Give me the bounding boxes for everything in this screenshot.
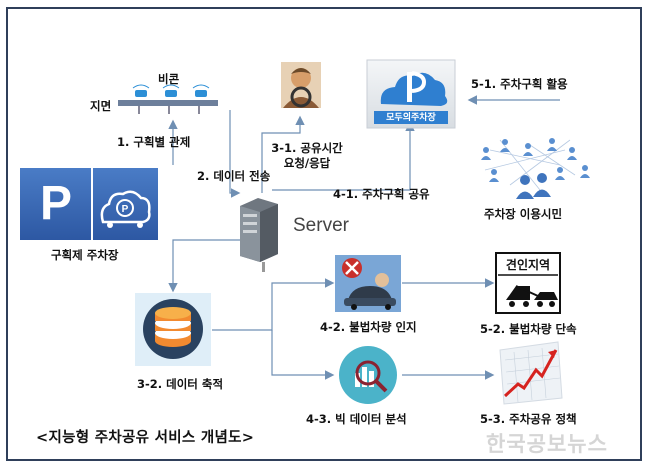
step31-label-line1: 3-1. 공유시간 (271, 141, 343, 155)
arrow-step41 (272, 121, 415, 191)
citizens-label: 주차장 이용시민 (484, 207, 563, 221)
step43-label: 4-3. 빅 데이터 분석 (306, 412, 407, 426)
server-label: Server (293, 215, 349, 236)
step52-label: 5-2. 불법차량 단속 (480, 322, 577, 336)
tow-zone-sign (495, 252, 561, 314)
watermark: 한국공보뉴스 (486, 432, 608, 456)
ground-label: 지면 (90, 99, 112, 113)
step1-label: 1. 구획별 관제 (117, 135, 191, 149)
step51-label: 5-1. 주차구획 활용 (471, 77, 568, 91)
step53-label: 5-3. 주차공유 정책 (480, 412, 577, 426)
app-logo-icon (366, 59, 456, 129)
connector-arrows (168, 95, 560, 380)
step31-label-line2: 요청/응답 (283, 156, 331, 170)
tow-zone-label: 견인지역 (505, 258, 551, 272)
parking-lot-label: 구획제 주차장 (51, 248, 119, 262)
parking-sign-letter: P (39, 177, 72, 230)
driver-icon (281, 62, 321, 108)
beacon-label: 비콘 (158, 72, 180, 86)
arrow-step31 (261, 115, 305, 193)
svg-text:P: P (122, 204, 129, 215)
arrow-db-branch (212, 278, 335, 331)
analytics-icon (339, 346, 397, 404)
step32-label: 3-2. 데이터 축적 (137, 377, 224, 391)
step2-label: 2. 데이터 전송 (197, 169, 271, 183)
arrow-db-branch-low (271, 330, 335, 380)
illegal-car-icon (335, 255, 401, 312)
policy-chart-icon (499, 341, 563, 405)
database-icon (135, 293, 211, 366)
step41-label: 4-1. 주차구획 공유 (333, 187, 430, 201)
arrow-step2 (229, 110, 241, 198)
beacon-sensors (118, 84, 218, 114)
diagram-caption: <지능형 주차공유 서비스 개념도> (36, 430, 255, 446)
app-name-label: 모두의주차장 (386, 113, 436, 123)
server-icon (240, 198, 278, 272)
parking-lot-icon: P (20, 168, 158, 240)
arrow-server-to-db (168, 239, 240, 293)
citizens-network-icon (481, 138, 590, 199)
step42-label: 4-2. 불법차량 인지 (320, 320, 417, 334)
